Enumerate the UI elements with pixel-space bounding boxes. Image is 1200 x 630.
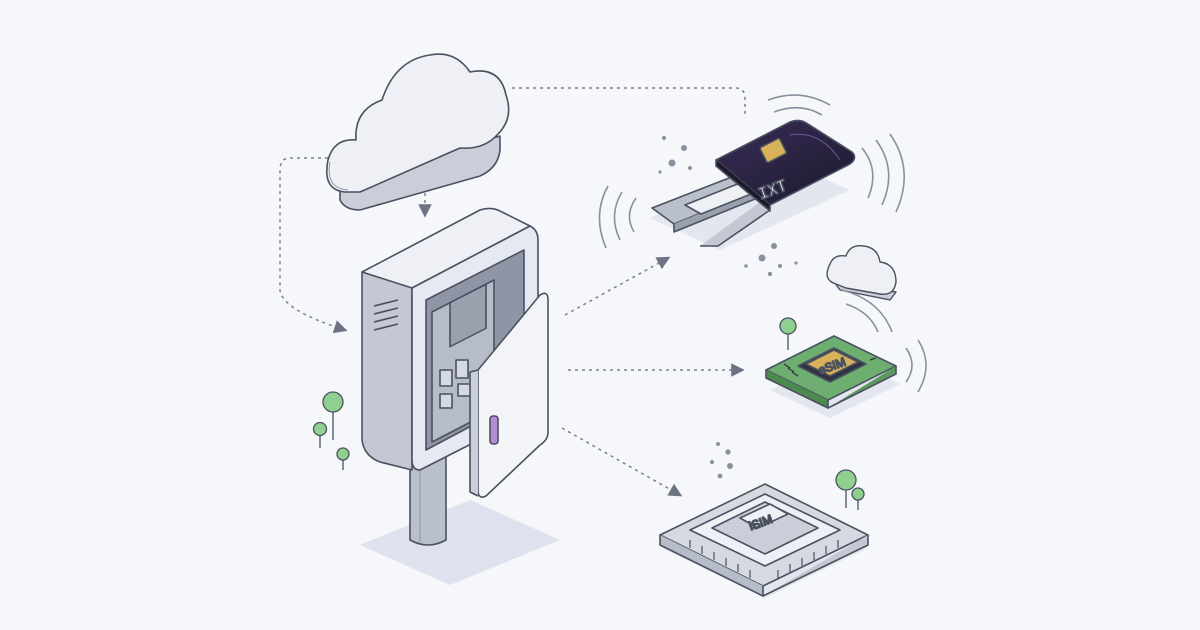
esim-signal-waves-icon xyxy=(841,289,927,393)
enclosure-top xyxy=(361,207,531,289)
vent-slots xyxy=(373,299,399,331)
door-handle xyxy=(489,415,499,445)
enclosure-side xyxy=(361,269,413,471)
sim-card-device: IXT xyxy=(650,119,856,250)
tree-icon xyxy=(312,391,350,470)
enclosure-door xyxy=(477,292,549,498)
signal-waves-icon xyxy=(598,94,905,249)
internal-components xyxy=(439,359,475,409)
esim-module: eSIM xyxy=(765,317,900,418)
cloud-icon xyxy=(326,53,510,211)
isim-tree-icon xyxy=(835,469,865,510)
isim-dots xyxy=(710,442,733,479)
box-to-card-connector xyxy=(564,256,671,316)
sim-chip xyxy=(759,137,787,164)
cloud-left-loop-connector xyxy=(279,157,348,334)
cloud-to-card-connector xyxy=(512,87,746,118)
sim-card xyxy=(715,119,856,206)
internal-chip xyxy=(449,283,487,348)
isim-pins xyxy=(689,540,839,578)
small-cloud-icon xyxy=(826,245,897,301)
isim-processor: iSIM xyxy=(659,483,869,598)
esim-tree xyxy=(779,317,797,335)
iot-enclosure xyxy=(360,207,560,585)
signal-dots xyxy=(658,136,798,277)
box-to-isim-connector xyxy=(561,427,683,497)
enclosure-shadow xyxy=(360,500,560,585)
pole xyxy=(409,455,447,546)
